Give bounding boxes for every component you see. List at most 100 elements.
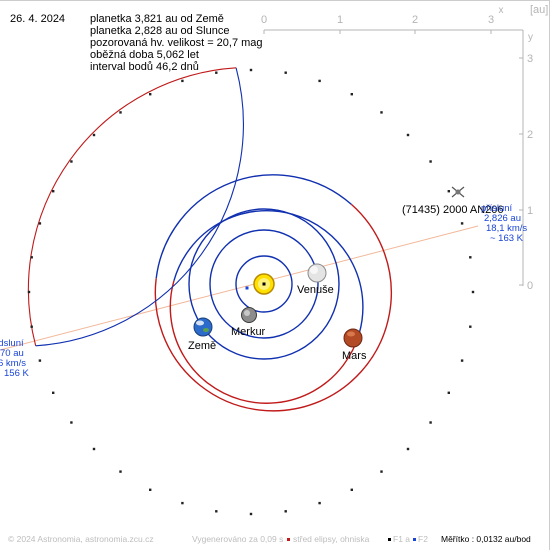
orbit-point <box>181 79 184 83</box>
generation-time: Vygenerováno za 0,09 s <box>192 534 284 544</box>
footer: © 2024 Astronomia, astronomia.zcu.cz Vyg… <box>0 534 550 546</box>
orbit-point <box>149 488 152 491</box>
perihelion-distance: 2,826 au <box>484 213 521 224</box>
ellipse-center-marker <box>245 286 249 290</box>
y-tick-label: 0 <box>527 280 533 292</box>
x-tick-label: 1 <box>337 14 343 26</box>
orbit-point <box>215 71 218 74</box>
perihelion-info: přísluní 2,826 au 18,1 km/s ~ 163 K <box>481 203 527 244</box>
orbit-point <box>52 190 55 193</box>
mercury-label: Merkur <box>231 326 266 338</box>
orbit-point <box>215 510 218 513</box>
y-tick-label: 2 <box>527 129 533 141</box>
asteroid-orbit-red <box>27 67 237 346</box>
mars-orbit-north <box>173 209 364 334</box>
earth-label: Země <box>188 340 216 352</box>
orbit-point <box>471 290 475 294</box>
orbit-point <box>27 290 31 294</box>
mars-label: Mars <box>342 350 367 362</box>
x-tick-label: 0 <box>261 14 267 26</box>
aphelion-info: odsluní 70 au 6 km/s 156 K <box>0 338 29 379</box>
orbit-point <box>284 71 287 74</box>
earth-distance-line: planetka 3,821 au od Země <box>90 13 224 25</box>
orbit-point <box>52 391 55 394</box>
venus-label: Venuše <box>297 284 334 296</box>
asteroid-orbit <box>27 67 244 347</box>
orbit-point <box>70 160 73 163</box>
mars-icon <box>343 328 363 348</box>
asteroid-icon <box>451 186 465 198</box>
mercury-highlight <box>244 310 250 316</box>
unit-label: [au] <box>530 4 548 16</box>
orbit-point <box>406 133 410 137</box>
magnitude-line: pozorovaná hv. velikost = 20,7 mag <box>90 37 263 49</box>
orbit-point <box>380 470 383 473</box>
orbit-point <box>30 256 33 259</box>
asteroid-orbit-blue <box>35 67 244 347</box>
aphelion-title: odsluní <box>0 338 24 349</box>
orbit-point <box>429 421 432 424</box>
orbit-point <box>38 222 42 225</box>
orbit-point <box>38 359 42 362</box>
orbit-point <box>380 111 383 114</box>
legend-f1-marker <box>388 538 391 541</box>
orbit-point <box>350 93 353 96</box>
orbit-point <box>447 391 450 394</box>
x-tick-label: 2 <box>412 14 418 26</box>
orbit-point <box>70 421 73 424</box>
orbit-point <box>318 79 321 83</box>
orbit-point <box>30 325 33 328</box>
orbit-arc-blue <box>155 174 352 279</box>
orbit-point <box>460 222 464 225</box>
mars-orbit-south <box>169 280 360 404</box>
orbital-period-line: oběžná doba 5,062 let <box>90 49 199 61</box>
legend-f1-label: F1 a <box>393 534 411 544</box>
orbit-point <box>92 133 96 137</box>
orbit-point <box>350 488 353 491</box>
perihelion-title: přísluní <box>481 203 513 214</box>
aphelion-distance: 70 au <box>0 348 24 359</box>
venus-orbit <box>209 229 319 339</box>
orbit-point <box>318 501 321 505</box>
x-axis-letter: x <box>499 5 504 16</box>
orbit-point <box>469 256 472 259</box>
point-interval-line: interval bodů 46,2 dnů <box>90 61 199 73</box>
aphelion-speed: 6 km/s <box>0 358 26 369</box>
orbit-point <box>429 160 432 163</box>
mercury-orbit <box>235 255 293 313</box>
perihelion-temperature: ~ 163 K <box>490 233 524 244</box>
orbit-point <box>119 470 122 473</box>
earth-land <box>203 328 209 332</box>
orbit-point <box>469 325 472 328</box>
sun-distance-line: planetka 2,828 au od Slunce <box>90 25 230 37</box>
orbit-point <box>119 111 122 114</box>
asteroid-orbit-points <box>27 68 475 516</box>
perihelion-speed: 18,1 km/s <box>486 223 527 234</box>
orbit-point <box>249 68 253 72</box>
y-tick-label: 3 <box>527 53 533 65</box>
legend-f2-marker <box>413 538 416 541</box>
copyright-link[interactable]: © 2024 Astronomia, astronomia.zcu.cz <box>8 534 154 544</box>
axes: 0 1 2 3 x [au] y 3 2 1 0 <box>261 4 548 292</box>
venus-highlight <box>310 266 318 274</box>
orbit-point <box>181 501 184 505</box>
legend-center-marker <box>287 538 290 541</box>
asteroid-label: (71435) 2000 AN206 <box>402 204 504 216</box>
earth-clouds <box>196 320 204 326</box>
scale-label: Měřítko : 0,0132 au/bod <box>441 534 531 544</box>
orbit-point <box>460 359 464 362</box>
venus-icon <box>307 263 327 283</box>
orbit-point <box>92 447 96 451</box>
orbit-point <box>406 447 410 451</box>
orbit-point <box>447 190 450 193</box>
sun-focus-point <box>262 282 266 286</box>
y-tick-label: 1 <box>527 205 533 217</box>
earth-orbit <box>188 208 340 360</box>
earth-icon <box>193 317 213 337</box>
asteroid-info-panel: planetka 3,821 au od Země planetka 2,828… <box>90 13 263 73</box>
apsides-line <box>0 225 479 351</box>
date-label: 26. 4. 2024 <box>10 13 66 25</box>
orbit-point <box>249 512 253 516</box>
planet-orbits <box>154 174 392 412</box>
